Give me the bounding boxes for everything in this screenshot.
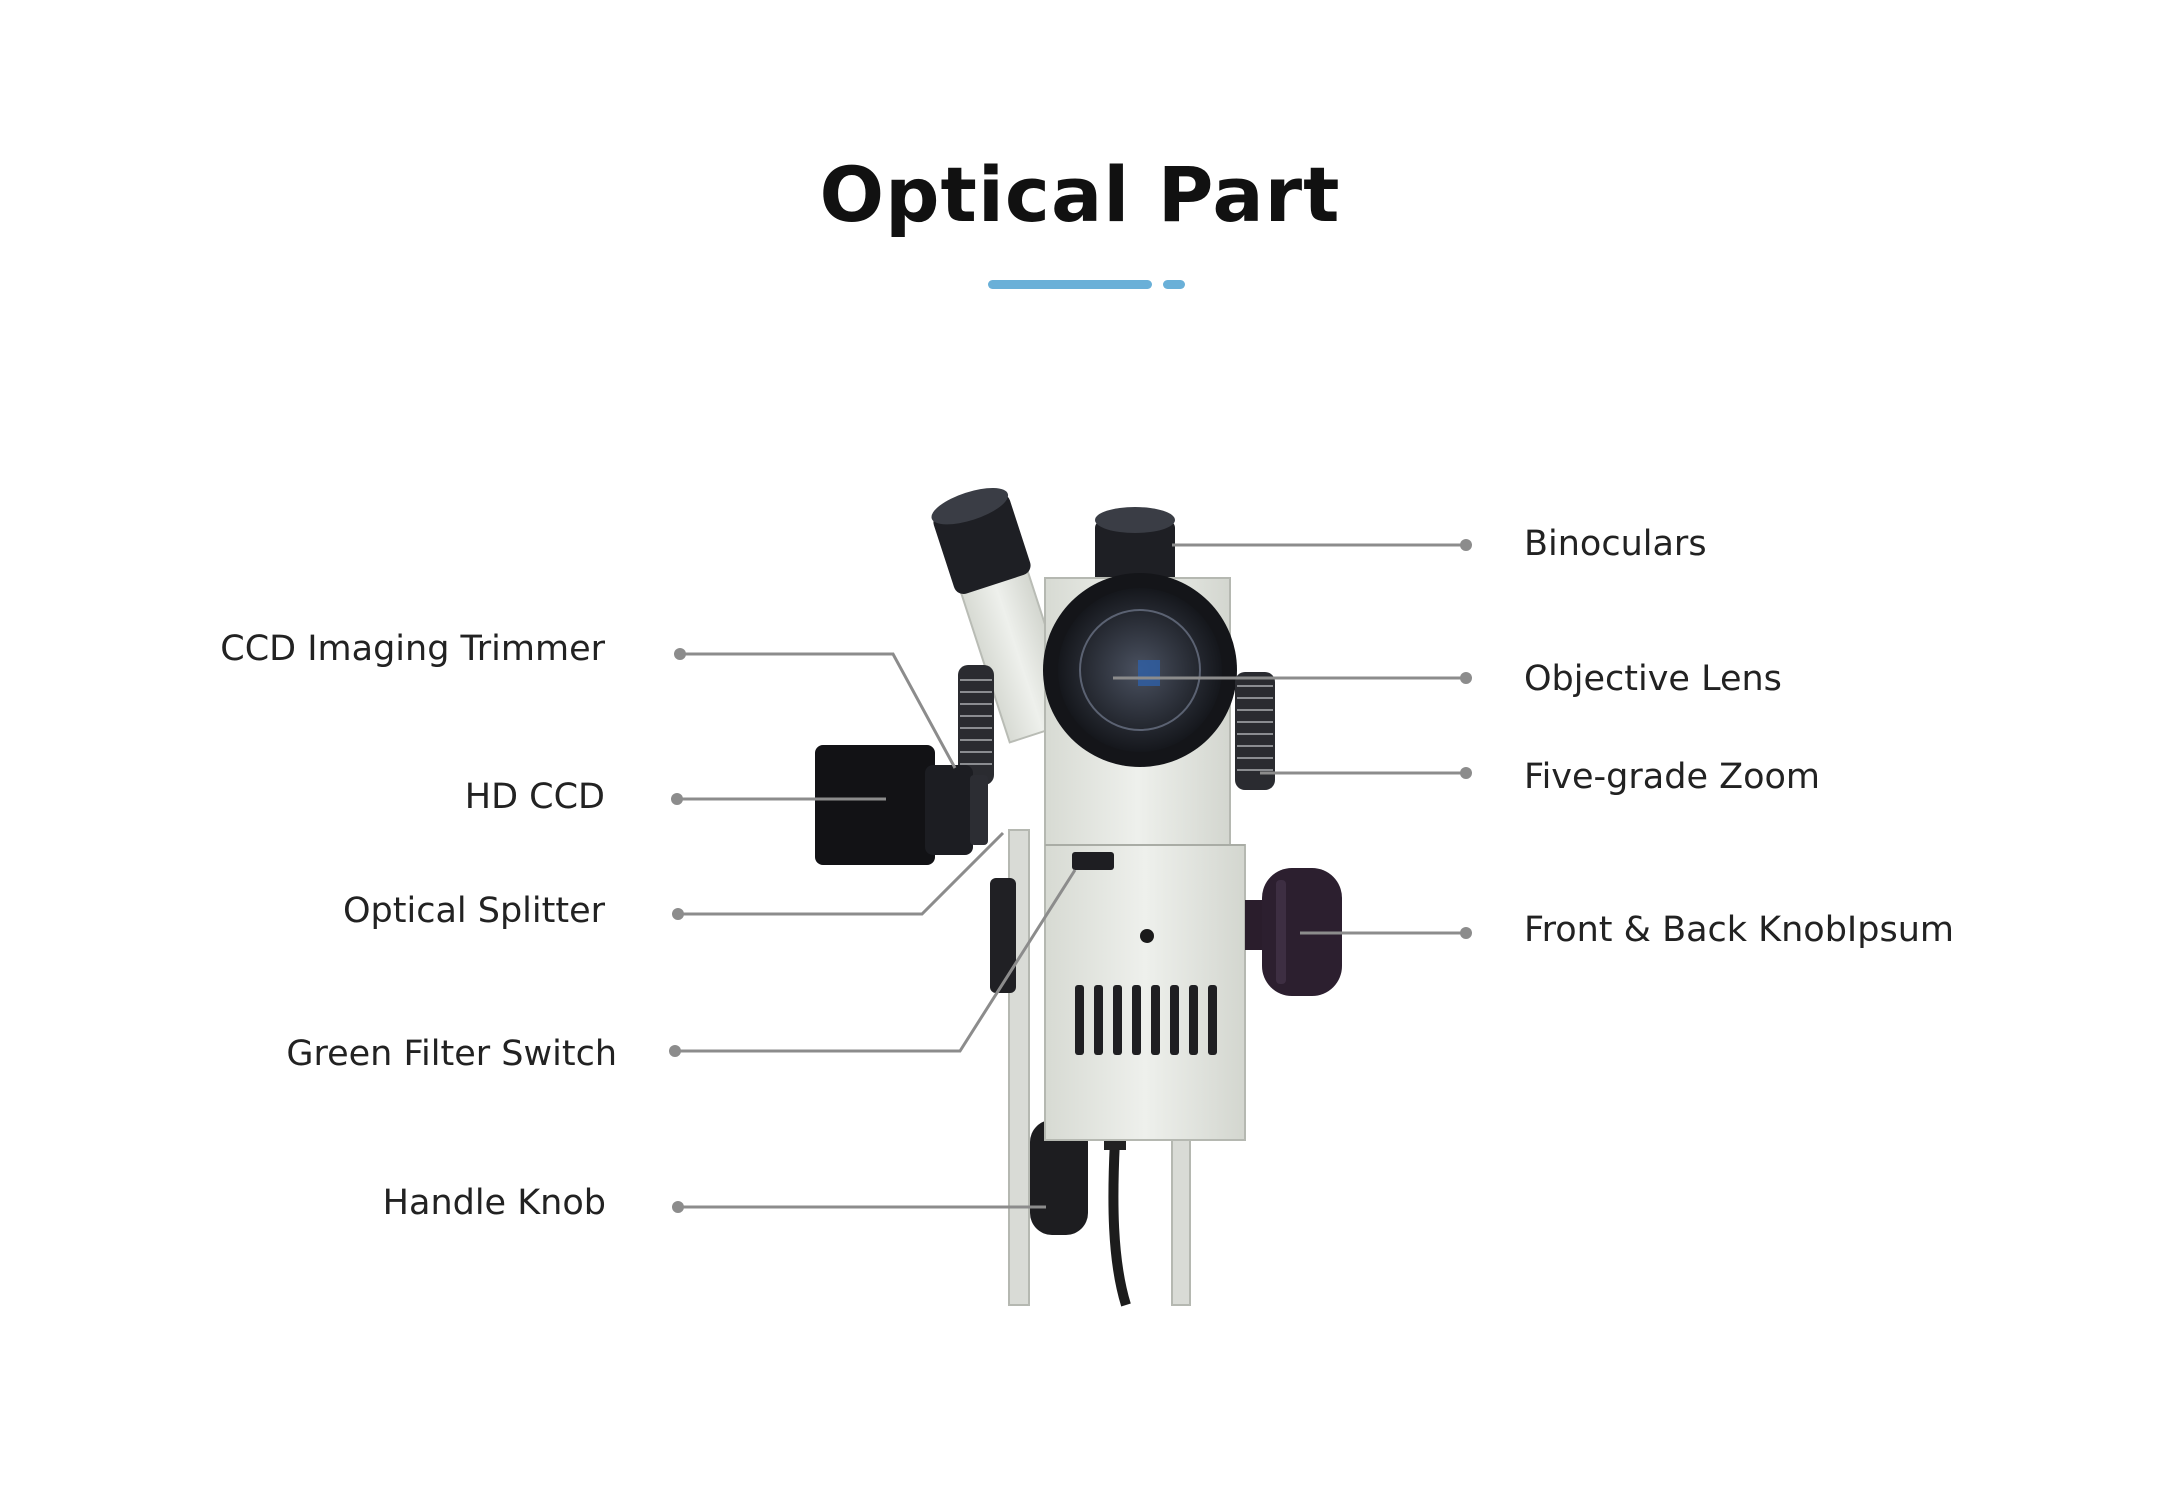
label-ccd-imaging-trimmer: CCD Imaging Trimmer bbox=[220, 629, 605, 669]
page-title: Optical Part bbox=[819, 150, 1341, 239]
title-underline-long bbox=[988, 280, 1152, 289]
leader-green-filter-switch bbox=[675, 869, 1077, 1053]
label-objective-lens: Objective Lens bbox=[1524, 659, 1782, 699]
label-handle-knob: Handle Knob bbox=[382, 1183, 606, 1223]
label-front-back-knob: Front & Back KnobIpsum bbox=[1524, 910, 1954, 950]
label-green-filter-switch: Green Filter Switch bbox=[286, 1034, 617, 1074]
leader-ccd-imaging-trimmer bbox=[680, 652, 957, 769]
leader-optical-splitter bbox=[678, 831, 1005, 916]
label-optical-splitter: Optical Splitter bbox=[342, 891, 605, 931]
leader-lines bbox=[669, 539, 1472, 1213]
title-underline-short bbox=[1163, 280, 1185, 289]
label-hd-ccd: HD CCD bbox=[464, 777, 605, 817]
device-illustration bbox=[815, 488, 1342, 1307]
label-five-grade-zoom: Five-grade Zoom bbox=[1524, 757, 1821, 797]
label-binoculars: Binoculars bbox=[1524, 524, 1707, 564]
